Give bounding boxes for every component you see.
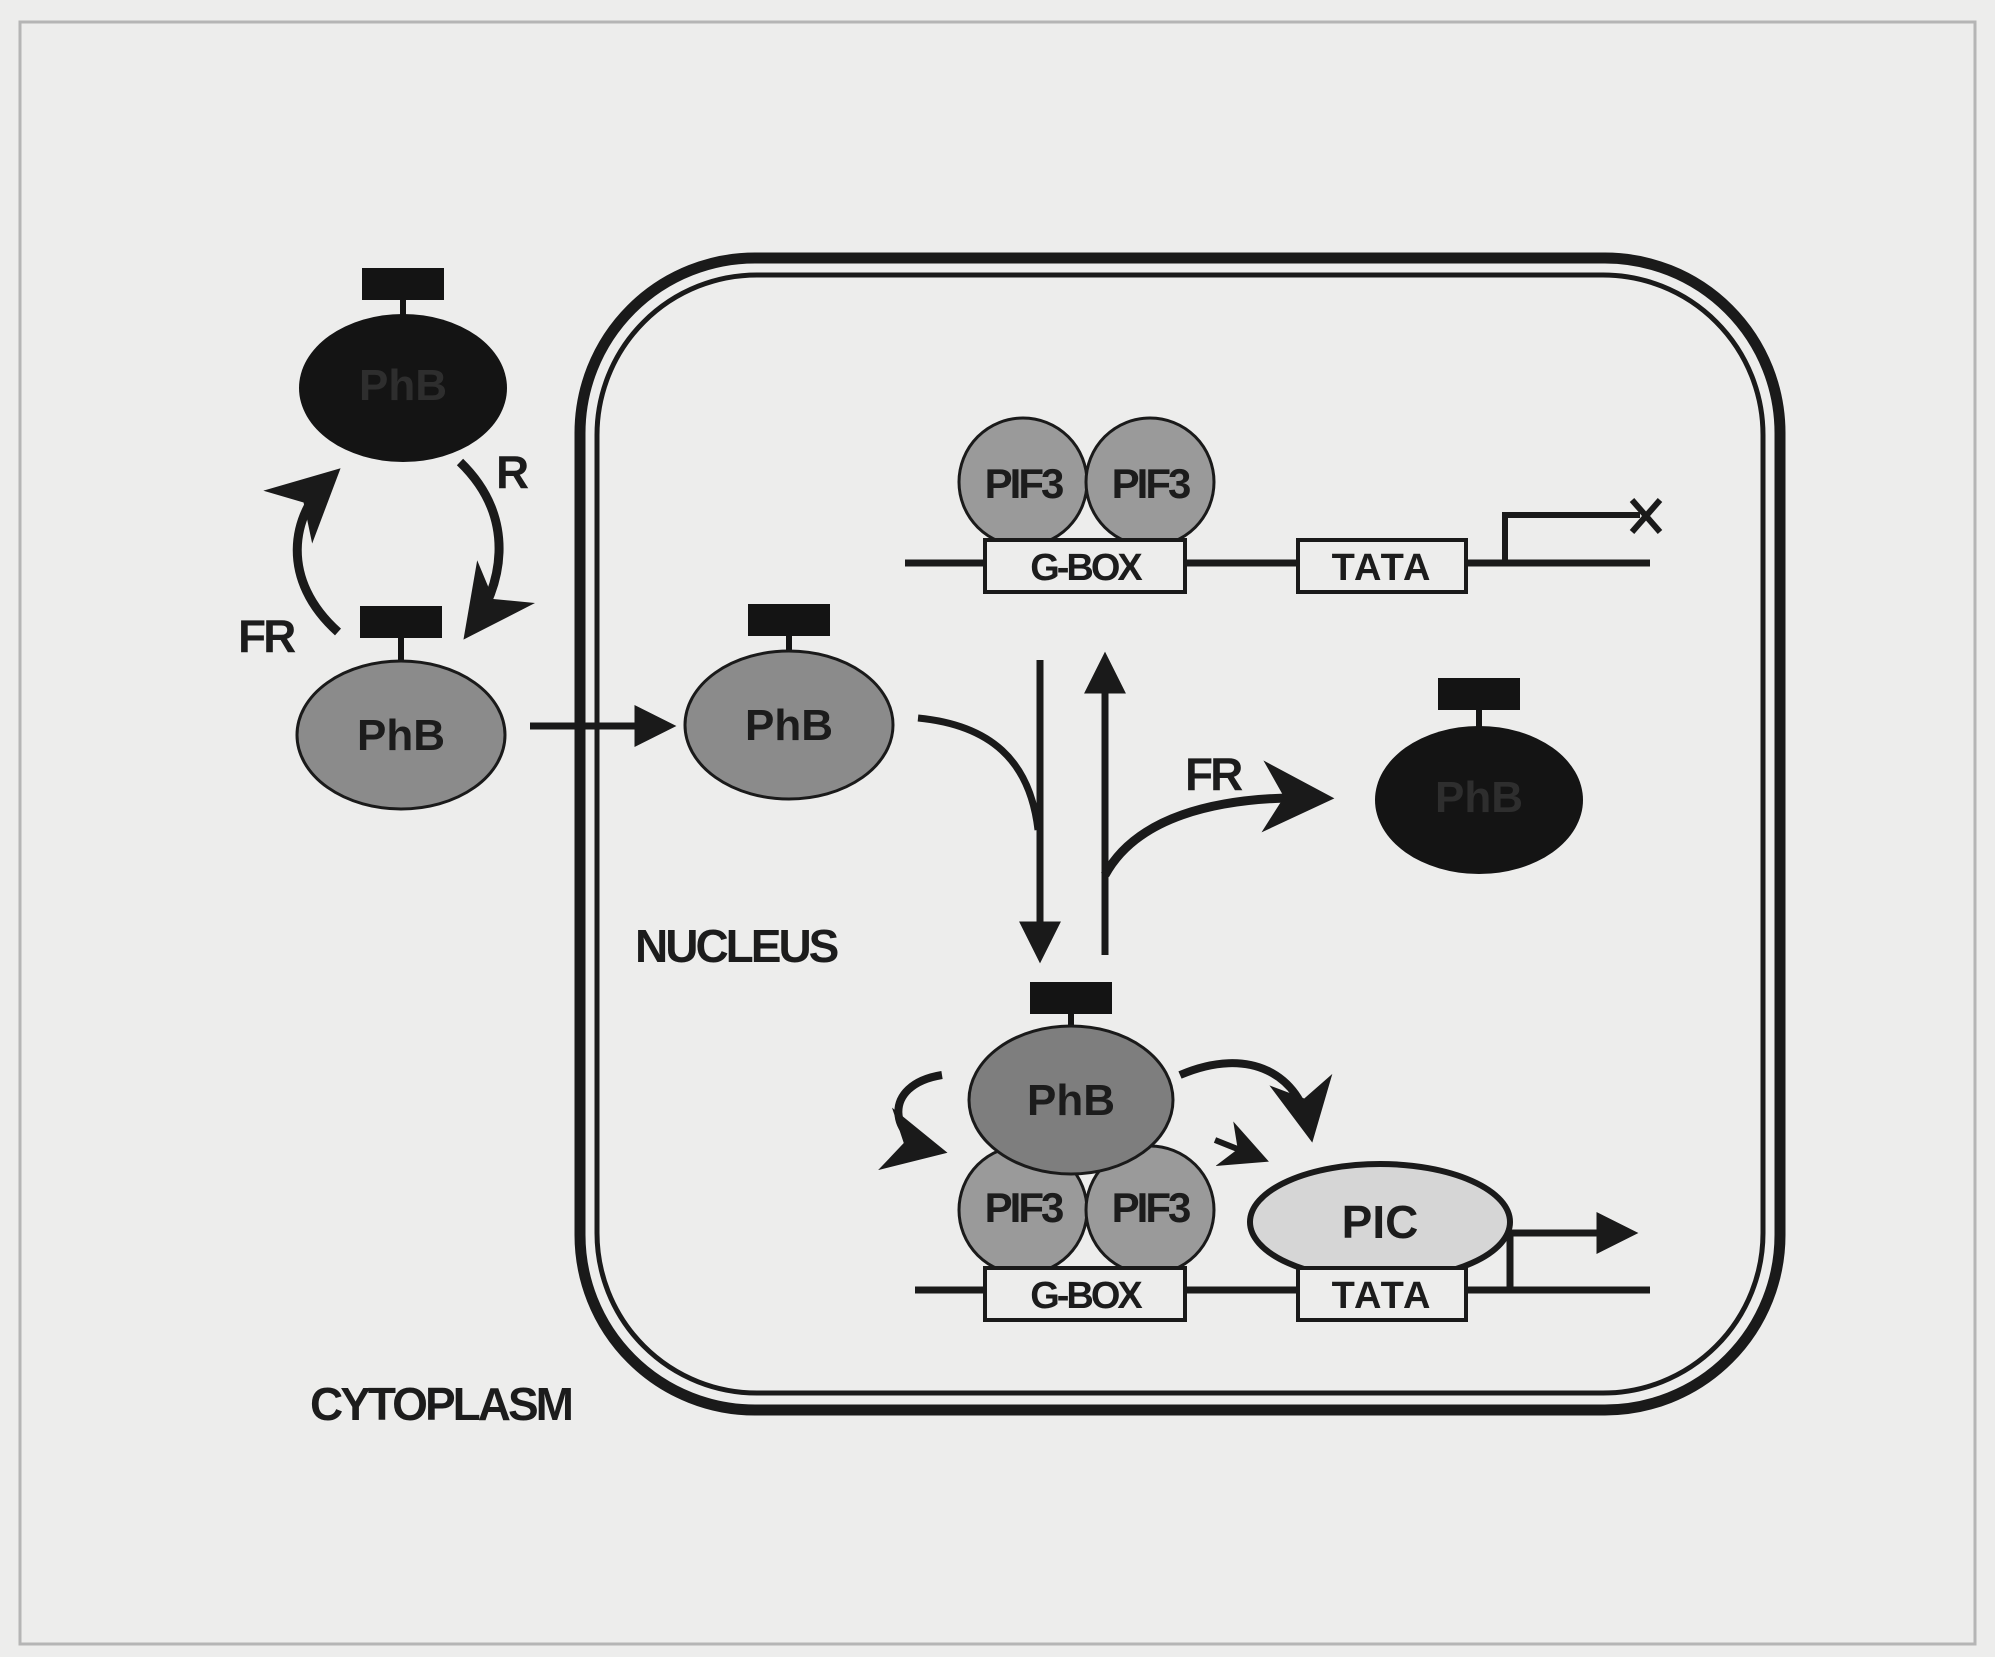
nuclear-envelope-inner [594,272,1766,1396]
cytoplasm-label: CYTOPLASM [310,1378,572,1430]
tata-label: TATA [1332,1275,1433,1317]
red-light-conversion-arrow [456,458,536,640]
gbox-label: G-BOX [1030,547,1143,589]
gbox-label: G-BOX [1030,1275,1143,1317]
pif3-label: PIF3 [1112,460,1190,507]
far-red-conversion-arrow [263,468,342,636]
fr-cytoplasm-label: FR [238,610,296,662]
fr-nucleus-label: FR [1185,748,1243,800]
r-light-label: R [496,446,529,498]
transcription-arrow-icon [1506,1212,1639,1290]
chromophore-tab-icon [1438,678,1520,710]
chromophore-tab-icon [1030,982,1112,1014]
pif3-label: PIF3 [1112,1184,1190,1231]
promoter-activated: PhB PIF3 PIF3 G-BOX PIC TATA [878,982,1650,1322]
gbox-element [983,538,1187,594]
activation-arrow-center [1213,1121,1269,1167]
pic-label: PIC [1342,1196,1419,1248]
phyb-binding-curve [917,714,1042,831]
pif3-label: PIF3 [985,460,1063,507]
chromophore-tab-icon [362,268,444,300]
phyb-pfr-cytoplasm-label: PhB [359,361,447,410]
tata-label: TATA [1332,547,1433,589]
blocked-x-icon [1629,498,1663,534]
promoter-repressed: PIF3 PIF3 G-BOX TATA [905,416,1663,594]
phyb-bound [967,1024,1175,1176]
nucleus-label: NUCLEUS [635,920,838,972]
phyb-pr-cytoplasm: PhB [295,606,507,811]
phyb-bound-label: PhB [1027,1076,1115,1125]
phyb-pfr-cytoplasm: PhB [299,268,507,462]
chromophore-tab-icon [360,606,442,638]
tata-element [1296,538,1468,594]
transcription-start-site [1502,512,1640,563]
phyb-pr-nucleus-label: PhB [745,701,833,750]
far-red-release-arrow [1101,760,1335,878]
phyb-pfr-nucleus-label: PhB [1435,773,1523,822]
pif3-label: PIF3 [985,1184,1063,1231]
phyb-pr-cytoplasm-label: PhB [357,711,445,760]
chromophore-tab-icon [748,604,830,636]
phyb-pfr-nucleus: PhB [1375,678,1583,874]
tata-element [1296,1266,1468,1322]
gbox-element [983,1266,1187,1322]
nuclear-envelope-outer [574,252,1786,1416]
figure-frame [18,20,1977,1646]
activation-arrow-right [1178,1059,1333,1143]
activation-arrow-left [878,1071,948,1171]
phyb-pr-nucleus: PhB [683,604,895,801]
